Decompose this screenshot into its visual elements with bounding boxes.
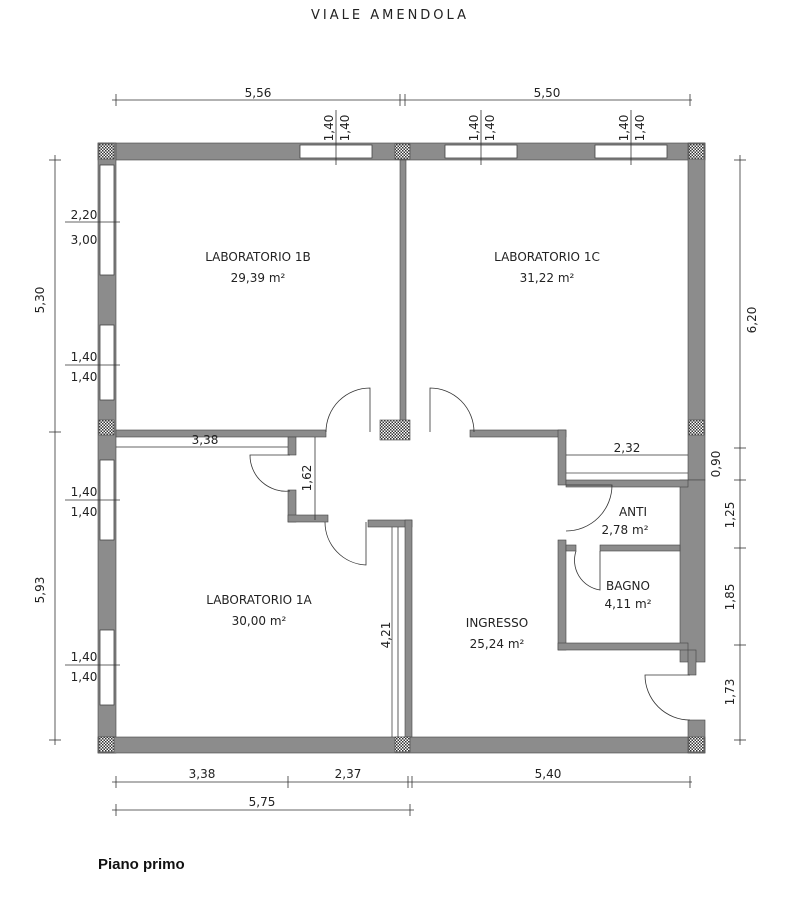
- dim-bottom: 2,37: [335, 767, 362, 781]
- dim-left-window: 1,40: [71, 505, 98, 519]
- dim-left-window: 1,40: [71, 485, 98, 499]
- room-name-laboratorio-1c: LABORATORIO 1C: [494, 250, 600, 264]
- dimension-lines: [49, 94, 746, 816]
- room-area-laboratorio-1a: 30,00 m²: [232, 614, 287, 628]
- room-area-ingresso: 25,24 m²: [470, 637, 525, 651]
- dim-right: 6,20: [745, 307, 759, 334]
- dim-bottom: 3,38: [189, 767, 216, 781]
- dim-window-height: 1,40: [322, 115, 336, 142]
- dim-left-window: 1,40: [71, 650, 98, 664]
- dim-right: 1,25: [723, 502, 737, 529]
- room-name-laboratorio-1a: LABORATORIO 1A: [206, 593, 312, 607]
- dim-top-left: 5,56: [245, 86, 272, 100]
- dim-window-width: 1,40: [633, 115, 647, 142]
- room-area-bagno: 4,11 m²: [604, 597, 651, 611]
- dim-window-height: 1,40: [467, 115, 481, 142]
- dim-left-window: 3,00: [71, 233, 98, 247]
- dim-left-window: 1,40: [71, 670, 98, 684]
- dim-top-right: 5,50: [534, 86, 561, 100]
- dim-internal: 4,21: [379, 622, 393, 649]
- dim-left-upper: 5,30: [33, 287, 47, 314]
- room-name-anti: ANTI: [619, 505, 647, 519]
- room-labels: LABORATORIO 1B 29,39 m² LABORATORIO 1C 3…: [205, 250, 651, 651]
- room-area-laboratorio-1b: 29,39 m²: [231, 271, 286, 285]
- dim-internal: 2,32: [614, 441, 641, 455]
- plan-caption: Piano primo: [98, 856, 185, 873]
- dim-internal: 3,38: [192, 433, 219, 447]
- dim-left-lower: 5,93: [33, 577, 47, 604]
- walls: [97, 142, 706, 754]
- room-name-ingresso: INGRESSO: [466, 616, 528, 630]
- room-area-laboratorio-1c: 31,22 m²: [520, 271, 575, 285]
- dim-window-height: 1,40: [617, 115, 631, 142]
- dim-bottom-total: 5,75: [249, 795, 276, 809]
- dim-left-window: 1,40: [71, 350, 98, 364]
- dim-right: 1,73: [723, 679, 737, 706]
- street-label: VIALE AMENDOLA: [311, 8, 469, 23]
- room-name-laboratorio-1b: LABORATORIO 1B: [205, 250, 311, 264]
- dim-left-window: 2,20: [71, 208, 98, 222]
- dim-internal: 1,62: [300, 465, 314, 492]
- dim-right: 1,85: [723, 584, 737, 611]
- dim-window-width: 1,40: [483, 115, 497, 142]
- dim-window-width: 1,40: [338, 115, 352, 142]
- dim-right: 0,90: [709, 451, 723, 478]
- dimension-labels: 5,56 5,50 1,40 1,40 1,40 1,40 1,40 1,40 …: [33, 86, 759, 809]
- room-name-bagno: BAGNO: [606, 579, 650, 593]
- room-area-anti: 2,78 m²: [601, 523, 648, 537]
- dim-bottom: 5,40: [535, 767, 562, 781]
- pillars: [98, 143, 705, 753]
- doors: [249, 387, 691, 721]
- dim-left-window: 1,40: [71, 370, 98, 384]
